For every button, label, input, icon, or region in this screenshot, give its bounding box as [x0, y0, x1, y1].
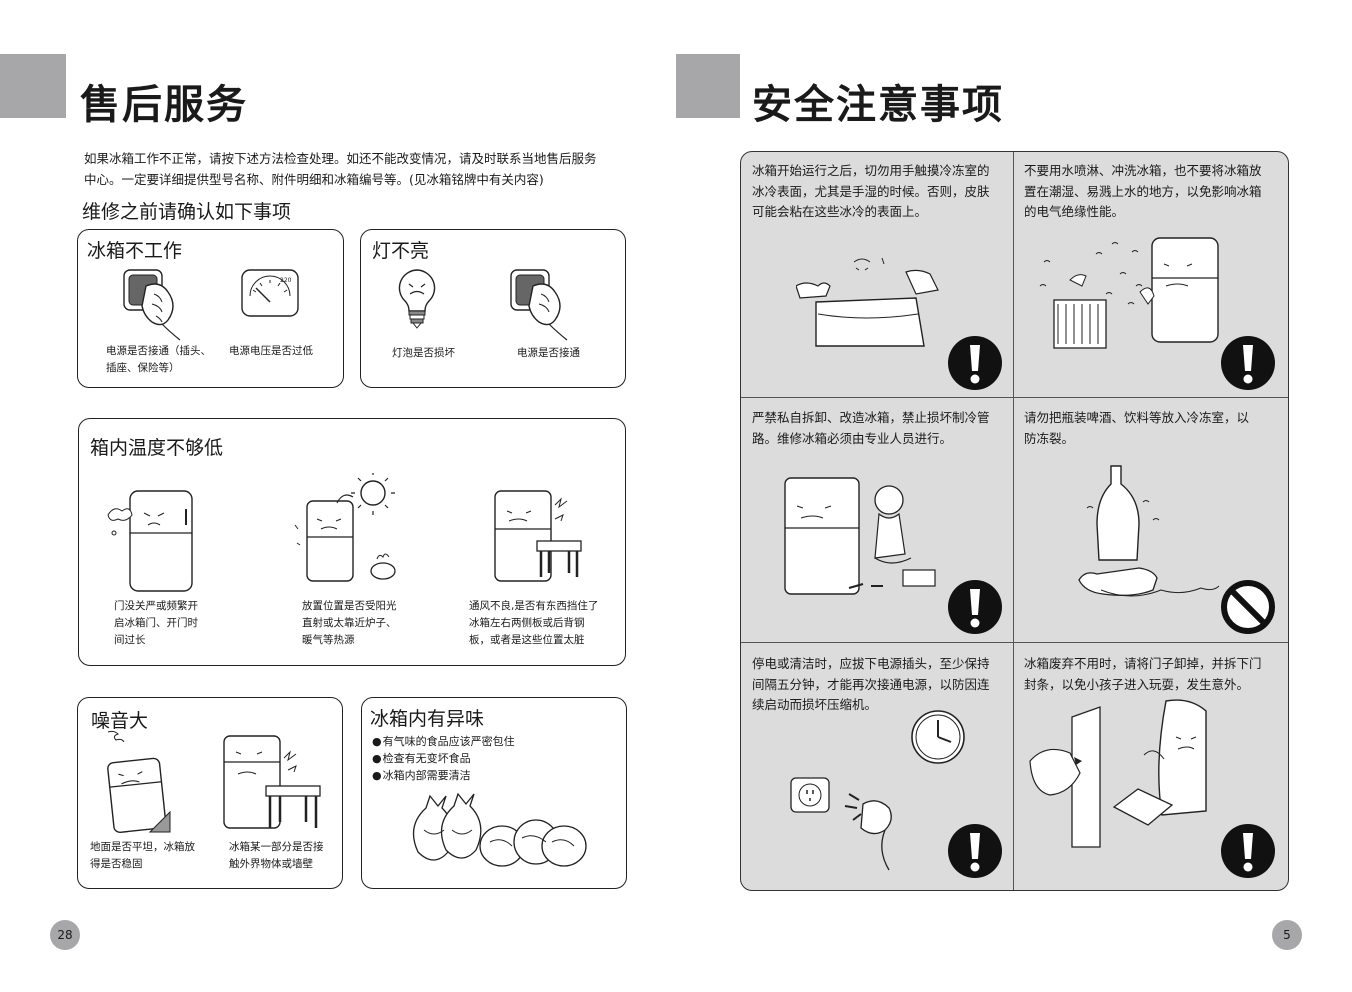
smell-item: 有气味的食品应该严密包住: [372, 733, 515, 750]
fridge-touching-wall-icon: [218, 732, 328, 836]
removing-fridge-door-icon: [1026, 697, 1226, 857]
safety-cell-1-text: 冰箱开始运行之后，切勿用手触摸冷冻室的 冰冷表面，尤其是手湿的时候。否则，皮肤 …: [752, 161, 990, 223]
box-temperature-title: 箱内温度不够低: [90, 437, 224, 459]
temp-caption-3: 通风不良,是否有东西挡住了 冰箱左右两侧板或后背钢 板，或者是这些位置太脏: [469, 598, 598, 649]
noise-caption-1: 地面是否平坦，冰箱放 得是否稳固: [90, 839, 195, 873]
cell-line: 续启动而损坏压缩机。: [752, 697, 878, 712]
child-disassembling-fridge-icon: [779, 470, 949, 600]
intro-line-1: 如果冰箱工作不正常，请按下述方法检查处理。如还不能改变情况，请及时联系当地售后服…: [84, 151, 597, 166]
smell-item: 冰箱内部需要清洁: [372, 767, 515, 784]
intro-line-2: 中心。一定要详细提供型号名称、附件明细和冰箱编号等。(见冰箱铭牌中有关内容): [84, 172, 544, 187]
temp-caption-1: 门没关严或频繁开 启冰箱门、开门时 间过长: [114, 598, 198, 649]
right-page-title: 安全注意事项: [752, 82, 1004, 128]
cell-line: 路。维修冰箱必须由专业人员进行。: [752, 430, 953, 446]
caption-line: 触外界物体或墙壁: [229, 858, 313, 870]
cell-line: 的电气绝缘性能。: [1024, 204, 1125, 219]
warning-exclamation-icon: [946, 822, 1004, 880]
box-not-working: 冰箱不工作 220 电源是否接通（插头、 插座、保险等） 电源电压是否过低: [77, 229, 344, 388]
right-title-block: [676, 54, 740, 118]
box-noise: 噪音大 地面是否平坦，冰箱放 得是否稳固 冰箱某一部分是否接 触外界物体或墙壁: [77, 697, 343, 889]
cell-line: 不要用水喷淋、冲洗冰箱，也不要将冰箱放: [1024, 163, 1262, 178]
not-working-caption-1: 电源是否接通（插头、 插座、保险等）: [106, 343, 211, 377]
safety-grid: 冰箱开始运行之后，切勿用手触摸冷冻室的 冰冷表面，尤其是手湿的时候。否则，皮肤 …: [740, 151, 1289, 891]
left-subheading: 维修之前请确认如下事项: [82, 201, 292, 223]
grid-divider: [741, 397, 1288, 399]
cell-line: 置在潮湿、易溅上水的地方，以免影响冰箱: [1024, 183, 1262, 199]
cell-line: 请勿把瓶装啤酒、饮料等放入冷冻室，以: [1024, 410, 1250, 425]
fridge-blocked-icon: [489, 485, 589, 597]
light-caption-1: 灯泡是否损坏: [392, 347, 455, 359]
grid-divider: [1013, 152, 1015, 890]
warning-exclamation-icon: [946, 578, 1004, 636]
grid-divider: [741, 642, 1288, 644]
svg-text:220: 220: [280, 277, 292, 284]
cell-line: 严禁私自拆卸、改造冰箱，禁止损坏制冷管: [752, 410, 990, 425]
caption-line: 启冰箱门、开门时: [114, 617, 198, 629]
smell-item: 检查有无变坏食品: [372, 750, 515, 767]
noise-caption-2: 冰箱某一部分是否接 触外界物体或墙壁: [229, 839, 324, 873]
cell-line: 封条，以免小孩子进入玩耍，发生意外。: [1024, 676, 1250, 692]
caption-line: 得是否稳固: [90, 858, 143, 870]
left-page-number: 28: [50, 920, 80, 950]
warning-exclamation-icon: [1219, 334, 1277, 392]
broken-bulb-icon: [395, 268, 439, 332]
box-light: 灯不亮 灯泡是否损坏 电源是否接通: [360, 229, 626, 388]
caption-line: 电源是否接通（插头、: [106, 345, 211, 357]
cell-line: 冰箱废弃不用时，请将门子卸掉，并拆下门: [1024, 656, 1262, 671]
light-caption-2: 电源是否接通: [517, 347, 580, 359]
caption-line: 板，或者是这些位置太脏: [469, 634, 585, 646]
not-working-caption-2: 电源电压是否过低: [229, 345, 313, 357]
caption-line: 冰箱某一部分是否接: [229, 841, 324, 853]
caption-line: 门没关严或频繁开: [114, 600, 198, 612]
cell-line: 冰冷表面，尤其是手湿的时候。否则，皮肤: [752, 183, 990, 199]
clock-icon: [909, 708, 967, 766]
box-noise-title: 噪音大: [91, 710, 149, 732]
hand-touching-freezer-icon: [796, 252, 946, 348]
cell-line: 可能会粘在这些冰冷的表面上。: [752, 204, 928, 219]
caption-line: 冰箱左右两侧板或后背钢: [469, 617, 585, 629]
caption-line: 间过长: [114, 634, 146, 646]
socket-and-plug-icon: [789, 774, 929, 874]
prohibited-icon: [1219, 578, 1277, 636]
cell-line: 冰箱开始运行之后，切勿用手触摸冷冻室的: [752, 163, 990, 178]
fridge-door-open-icon: [104, 485, 199, 597]
left-page-title: 售后服务: [80, 82, 248, 128]
safety-cell-5-text: 停电或清洁时，应拔下电源插头，至少保持 间隔五分钟，才能再次接通电源，以防因连 …: [752, 654, 990, 716]
box-not-working-title: 冰箱不工作: [87, 240, 183, 262]
voltage-meter-icon: 220: [240, 268, 302, 322]
caption-line: 插座、保险等）: [106, 362, 180, 374]
caption-line: 放置位置是否受阳光: [302, 600, 397, 612]
fridge-sun-heat-icon: [289, 473, 409, 591]
safety-cell-6-text: 冰箱废弃不用时，请将门子卸掉，并拆下门 封条，以免小孩子进入玩耍，发生意外。: [1024, 654, 1262, 695]
smell-bullet-list: 有气味的食品应该严密包住 检查有无变坏食品 冰箱内部需要清洁: [372, 733, 515, 784]
left-title-block: [0, 54, 66, 118]
cell-line: 停电或清洁时，应拔下电源插头，至少保持: [752, 656, 990, 671]
caption-line: 通风不良,是否有东西挡住了: [469, 600, 599, 612]
right-page-number: 5: [1272, 920, 1302, 950]
cell-line: 防冻裂。: [1024, 430, 1075, 446]
plug-socket-icon: [505, 264, 575, 344]
box-light-title: 灯不亮: [372, 240, 430, 262]
box-smell: 冰箱内有异味 有气味的食品应该严密包住 检查有无变坏食品 冰箱内部需要清洁: [361, 697, 627, 889]
left-intro: 如果冰箱工作不正常，请按下述方法检查处理。如还不能改变情况，请及时联系当地售后服…: [84, 148, 644, 190]
caption-line: 直射或太靠近炉子、: [302, 617, 397, 629]
safety-cell-2-text: 不要用水喷淋、冲洗冰箱，也不要将冰箱放 置在潮湿、易溅上水的地方，以免影响冰箱 …: [1024, 161, 1262, 223]
warning-exclamation-icon: [1219, 822, 1277, 880]
caption-line: 地面是否平坦，冰箱放: [90, 841, 195, 853]
temp-caption-2: 放置位置是否受阳光 直射或太靠近炉子、 暖气等热源: [302, 598, 397, 649]
box-temperature: 箱内温度不够低: [78, 418, 626, 666]
safety-cell-3-text: 严禁私自拆卸、改造冰箱，禁止损坏制冷管 路。维修冰箱必须由专业人员进行。: [752, 408, 990, 449]
tilted-fridge-icon: [100, 728, 180, 836]
fridge-water-splash-icon: [1036, 234, 1226, 350]
plug-socket-icon: [118, 264, 188, 344]
safety-cell-4-text: 请勿把瓶装啤酒、饮料等放入冷冻室，以 防冻裂。: [1024, 408, 1249, 449]
caption-line: 暖气等热源: [302, 634, 355, 646]
box-smell-title: 冰箱内有异味: [370, 708, 485, 730]
warning-exclamation-icon: [946, 334, 1004, 392]
broken-bottle-icon: [1071, 462, 1221, 614]
cell-line: 间隔五分钟，才能再次接通电源，以防因连: [752, 676, 990, 692]
wrapped-food-icon: [412, 790, 592, 872]
